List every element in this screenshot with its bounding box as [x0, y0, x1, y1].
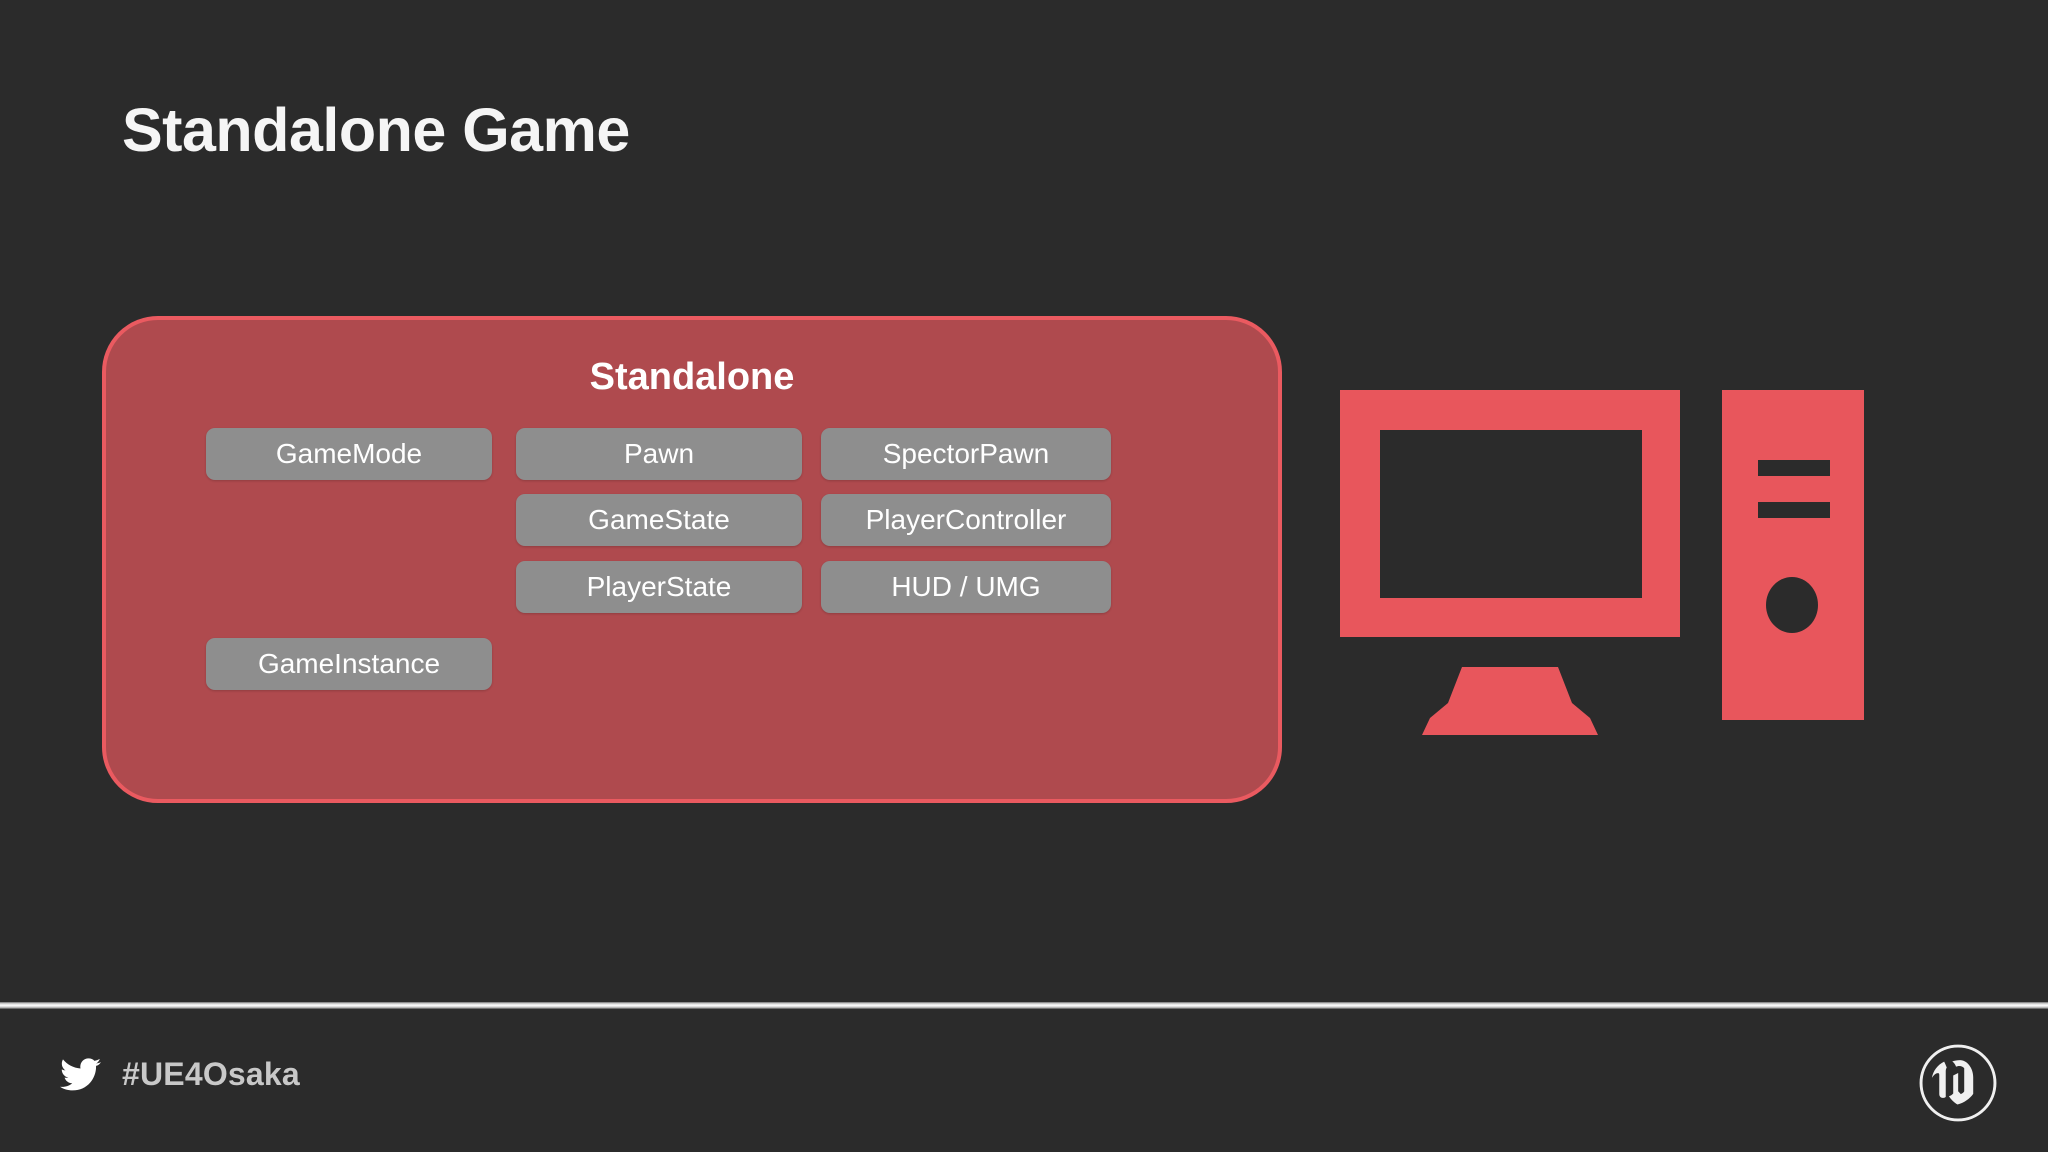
- chip-hud-umg[interactable]: HUD / UMG: [821, 561, 1111, 613]
- footer-divider: [0, 1002, 2048, 1009]
- chip-spectorpawn[interactable]: SpectorPawn: [821, 428, 1111, 480]
- chip-playercontroller[interactable]: PlayerController: [821, 494, 1111, 546]
- twitter-handle-text: #UE4Osaka: [122, 1056, 300, 1092]
- desktop-computer-icon: [1340, 390, 1920, 810]
- page-title: Standalone Game: [122, 96, 630, 164]
- chip-gameinstance[interactable]: GameInstance: [206, 638, 492, 690]
- chip-gamestate[interactable]: GameState: [516, 494, 802, 546]
- chip-pawn[interactable]: Pawn: [516, 428, 802, 480]
- footer-handle-group: #UE4Osaka: [60, 1056, 300, 1093]
- panel-title: Standalone: [589, 356, 795, 398]
- chip-playerstate[interactable]: PlayerState: [516, 561, 802, 613]
- class-chip-grid: GameMode GameInstance Pawn GameState Pla…: [106, 428, 1278, 738]
- footer: #UE4Osaka: [0, 1009, 2048, 1152]
- desktop-computer-svg: [1340, 390, 1864, 735]
- twitter-bird-icon: [60, 1057, 101, 1090]
- unreal-engine-logo-icon: [1919, 1044, 1997, 1122]
- chip-gamemode[interactable]: GameMode: [206, 428, 492, 480]
- standalone-panel: Standalone GameMode GameInstance Pawn Ga…: [102, 316, 1282, 803]
